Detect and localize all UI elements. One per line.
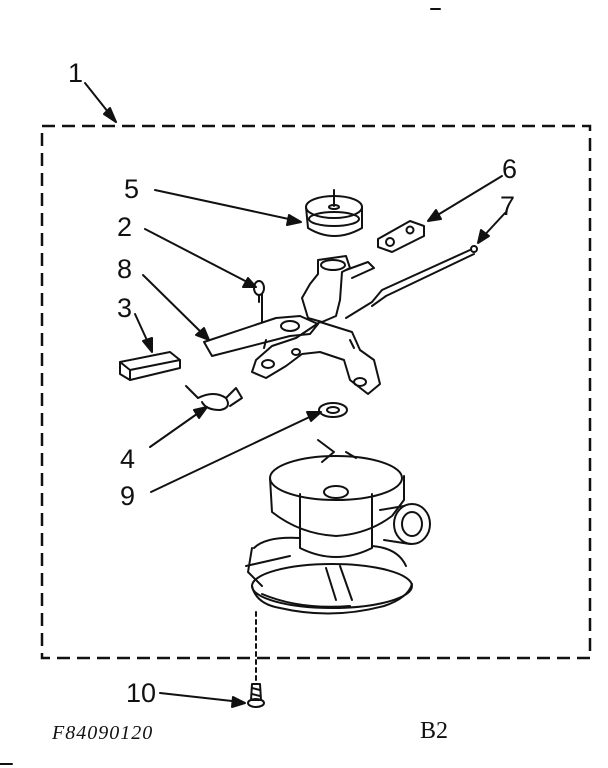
pin: [253, 280, 265, 303]
callout-8: 8: [117, 254, 133, 284]
link-rod: [345, 245, 478, 319]
callout-4: 4: [120, 444, 136, 474]
callout-10: 10: [126, 678, 157, 708]
figure-tag: B2: [420, 718, 449, 744]
pad: [119, 351, 181, 381]
leader-2: [144, 228, 254, 286]
leader-4: [149, 408, 205, 448]
washer: [318, 402, 348, 418]
callout-1: 1: [68, 58, 84, 88]
actuator-housing: [251, 255, 381, 395]
callout-9: 9: [120, 481, 136, 511]
screw: [247, 611, 265, 708]
callout-5: 5: [124, 174, 140, 204]
leader-8: [142, 274, 207, 338]
pulley: [305, 189, 363, 237]
leader-10: [159, 692, 242, 703]
leader-9: [150, 412, 319, 493]
callout-7: 7: [500, 191, 516, 221]
leader-5: [154, 189, 299, 222]
bracket: [377, 220, 425, 253]
callout-2: 2: [117, 212, 133, 242]
callout-3: 3: [117, 293, 133, 323]
pump-housing: [245, 439, 431, 615]
figure-code: F84090120: [52, 722, 154, 744]
lever-arm: [203, 293, 319, 357]
leader-6: [430, 175, 503, 220]
callout-6: 6: [502, 154, 518, 184]
spring-clip: [185, 385, 243, 411]
